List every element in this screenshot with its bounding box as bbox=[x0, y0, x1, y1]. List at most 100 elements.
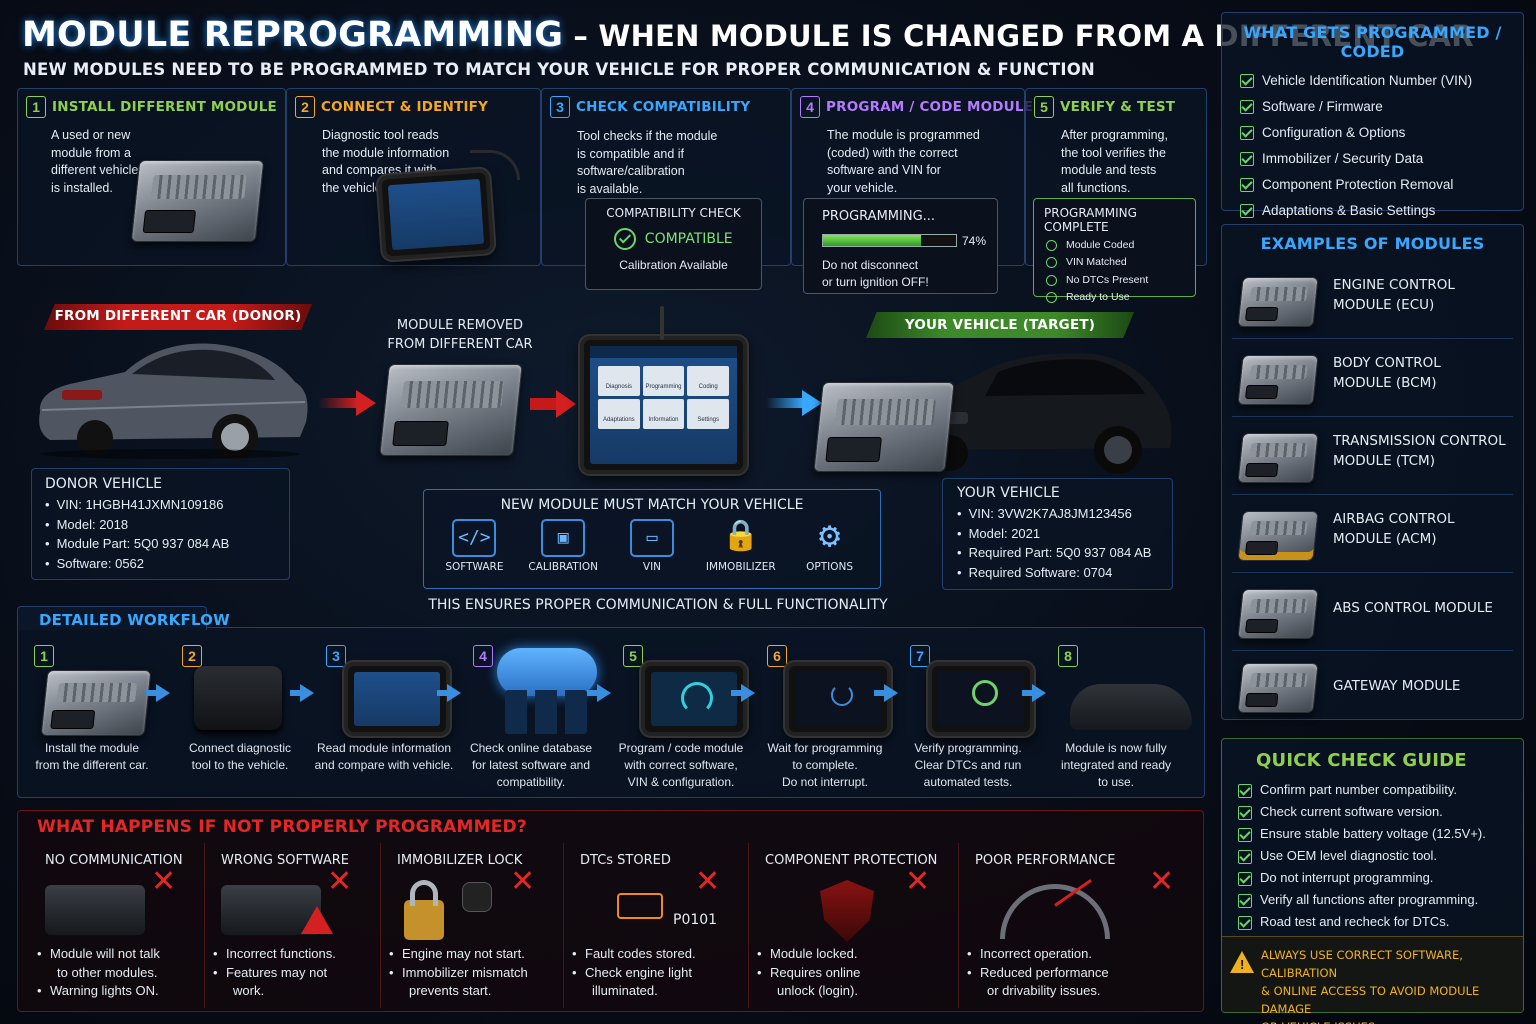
failure-bullet: Incorrect operation. bbox=[980, 946, 1093, 961]
module-removed-label: MODULE REMOVED FROM DIFFERENT CAR bbox=[387, 318, 533, 352]
quick-item: Verify all functions after programming. bbox=[1238, 889, 1523, 911]
target-detail-item: Model: 2021 bbox=[957, 524, 1172, 544]
failure-divider bbox=[204, 843, 205, 1008]
gets-item: Component Protection Removal bbox=[1240, 172, 1523, 198]
failure-divider bbox=[380, 843, 381, 1008]
example-module-label: AIRBAG CONTROL MODULE (ACM) bbox=[1333, 511, 1455, 547]
target-vehicle-box: YOUR VEHICLE VIN: 3VW2K7AJ8JM123456Model… bbox=[942, 478, 1173, 590]
programming-warning: Do not disconnect or turn ignition OFF! bbox=[822, 258, 929, 289]
warning-triangle-icon bbox=[1230, 951, 1254, 973]
failure-bullet: unlock (login). bbox=[777, 983, 858, 998]
match-title: NEW MODULE MUST MATCH YOUR VEHICLE bbox=[500, 497, 804, 513]
scanner-image bbox=[641, 662, 747, 736]
progress-bar-fill bbox=[823, 235, 922, 246]
cloud-database-image bbox=[497, 648, 597, 696]
what-gets-programmed-panel: WHAT GETS PROGRAMMED / CODED Vehicle Ide… bbox=[1221, 12, 1524, 219]
failure-title: NO COMMUNICATION bbox=[45, 853, 183, 868]
programming-title: PROGRAMMING... bbox=[822, 209, 936, 224]
target-detail-item: Required Software: 0704 bbox=[957, 563, 1172, 583]
workflow-step-text: Program / code module with correct softw… bbox=[618, 741, 744, 789]
workflow-step-number: 2 bbox=[182, 645, 202, 667]
step-number: 5 bbox=[1034, 96, 1054, 118]
donor-car-image bbox=[39, 343, 308, 460]
quick-title: QUICK CHECK GUIDE bbox=[1256, 750, 1467, 771]
workflow-arrow-icon bbox=[447, 684, 461, 702]
red-x-icon: ✕ bbox=[1149, 864, 1175, 899]
workflow-step-text: Connect diagnostic tool to the vehicle. bbox=[188, 741, 292, 772]
key-icon bbox=[462, 882, 492, 912]
checkbox-icon bbox=[1238, 805, 1252, 820]
quick-warning-box: ! ALWAYS USE CORRECT SOFTWARE, CALIBRATI… bbox=[1222, 936, 1523, 1024]
quick-item: Check current software version. bbox=[1238, 801, 1523, 823]
check-circle-icon bbox=[1046, 291, 1057, 303]
workflow-step-text: Module is now fully integrated and ready… bbox=[1060, 741, 1172, 789]
target-banner-text: YOUR VEHICLE (TARGET) bbox=[904, 317, 1096, 333]
scanner-image bbox=[377, 168, 495, 261]
match-item: ⚙OPTIONS bbox=[790, 515, 870, 574]
tablet-tile: Settings bbox=[687, 399, 729, 429]
failure-title: IMMOBILIZER LOCK bbox=[397, 853, 523, 868]
complete-item: Ready to Use bbox=[1046, 289, 1195, 306]
workflow-step-number: 7 bbox=[910, 645, 930, 667]
match-label: IMMOBILIZER bbox=[705, 561, 776, 573]
red-x-icon: ✕ bbox=[695, 864, 721, 899]
example-module-row: ENGINE CONTROL MODULE (ECU) bbox=[1232, 263, 1513, 339]
compat-status-row: COMPATIBLE bbox=[586, 228, 761, 250]
example-module-label: BODY CONTROL MODULE (BCM) bbox=[1333, 355, 1441, 391]
progress-bar bbox=[822, 234, 957, 247]
example-module-row: ABS CONTROL MODULE bbox=[1232, 575, 1513, 651]
match-label: VIN bbox=[642, 561, 662, 573]
failures-title: WHAT HAPPENS IF NOT PROPERLY PROGRAMMED? bbox=[37, 817, 527, 837]
module-image bbox=[130, 160, 265, 242]
step-header: 5 VERIFY & TEST bbox=[1034, 96, 1206, 118]
module-thumb-image bbox=[1237, 433, 1319, 483]
step-text: Diagnostic tool reads the module informa… bbox=[322, 128, 450, 195]
example-module-label: ABS CONTROL MODULE bbox=[1333, 600, 1493, 616]
donor-title: DONOR VEHICLE bbox=[45, 476, 162, 492]
step-text: The module is programmed (coded) with th… bbox=[827, 128, 980, 195]
gear-icon: ⚙ bbox=[818, 515, 841, 556]
scanner-image bbox=[928, 662, 1034, 736]
red-x-icon: ✕ bbox=[510, 864, 536, 899]
failure-bullet: Fault codes stored. bbox=[585, 946, 696, 961]
donor-banner bbox=[44, 304, 312, 330]
obd-connector-image bbox=[194, 666, 282, 730]
target-car-image bbox=[899, 353, 1172, 474]
workflow-step-number: 5 bbox=[623, 645, 643, 667]
step-title: PROGRAM / CODE MODULE bbox=[826, 99, 1034, 115]
padlock-key-icon bbox=[404, 900, 444, 940]
car-icon: ▭ bbox=[629, 519, 674, 557]
match-label: CALIBRATION bbox=[528, 561, 598, 573]
workflow-arrow-icon bbox=[1032, 684, 1046, 702]
failure-title: POOR PERFORMANCE bbox=[975, 853, 1116, 868]
donor-vehicle-box: DONOR VEHICLE VIN: 1HGBH41JXMN109186Mode… bbox=[31, 468, 290, 580]
red-x-icon: ✕ bbox=[905, 864, 931, 899]
donor-detail-item: VIN: 1HGBH41JXMN109186 bbox=[45, 495, 289, 515]
tablet-tile: Information bbox=[642, 399, 685, 429]
match-icons: </>SOFTWARE▣CALIBRATION▭VIN🔒IMMOBILIZER⚙… bbox=[424, 515, 880, 574]
failure-bullet: to other modules. bbox=[57, 964, 158, 980]
step-title: VERIFY & TEST bbox=[1060, 99, 1176, 115]
removed-module-image bbox=[379, 364, 523, 456]
module-thumb-image bbox=[1237, 511, 1319, 561]
page-subtitle: NEW MODULES NEED TO BE PROGRAMMED TO MAT… bbox=[23, 60, 1095, 79]
scanner-image bbox=[785, 662, 891, 736]
workflow-arrow-icon bbox=[300, 684, 314, 702]
programming-percent: 74% bbox=[962, 234, 987, 248]
check-circle-icon bbox=[1046, 257, 1057, 269]
quick-list: Confirm part number compatibility.Check … bbox=[1238, 779, 1523, 933]
match-item: ▣CALIBRATION bbox=[523, 519, 603, 573]
gets-list: Vehicle Identification Number (VIN)Softw… bbox=[1240, 68, 1523, 224]
failure-bullet: work. bbox=[233, 983, 265, 998]
gets-item: Software / Firmware bbox=[1240, 94, 1523, 120]
step-title: INSTALL DIFFERENT MODULE bbox=[52, 99, 277, 115]
module-thumb-image bbox=[1237, 663, 1319, 713]
match-footer: THIS ENSURES PROPER COMMUNICATION & FULL… bbox=[428, 597, 888, 613]
example-module-row: AIRBAG CONTROL MODULE (ACM) bbox=[1232, 497, 1513, 573]
donor-detail-item: Module Part: 5Q0 937 084 AB bbox=[45, 534, 289, 554]
check-circle-icon bbox=[1046, 240, 1057, 251]
